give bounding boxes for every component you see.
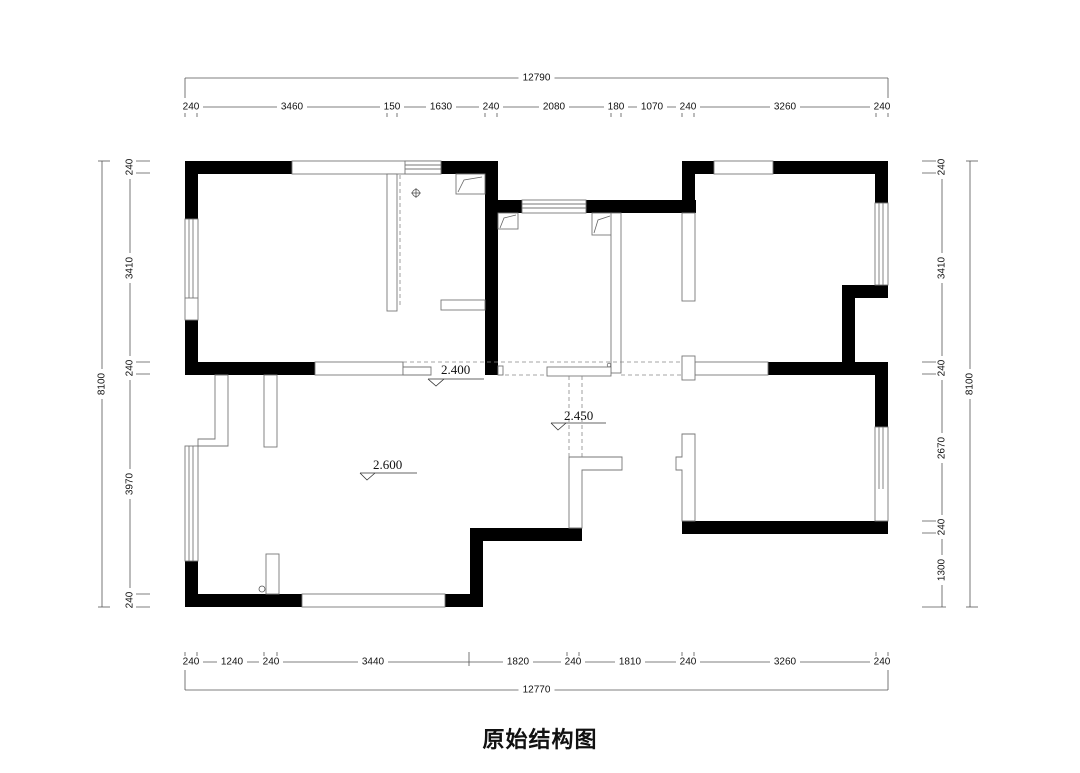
dimension-label: 3410 xyxy=(937,256,948,279)
window xyxy=(301,593,446,608)
elevation-marker-living: 2.600 xyxy=(359,457,417,481)
partition xyxy=(197,374,229,447)
dimension-label: 3460 xyxy=(281,102,304,113)
partition xyxy=(265,553,280,595)
dimension-label: 240 xyxy=(937,158,948,175)
dimension-label: 3440 xyxy=(362,657,385,668)
elevation-marker-corridor: 2.450 xyxy=(550,408,606,431)
dimension-label: 240 xyxy=(125,591,136,608)
wall xyxy=(470,528,483,607)
dimension-label: 1240 xyxy=(221,657,244,668)
partition xyxy=(694,361,769,376)
dimension-label: 180 xyxy=(608,102,625,113)
wall xyxy=(185,161,198,219)
dimension-label: 1810 xyxy=(619,657,642,668)
drain-icon xyxy=(258,585,266,593)
wall xyxy=(470,528,582,541)
ceiling-light-icon xyxy=(411,188,421,198)
dimension-label: 3970 xyxy=(125,472,136,495)
total-dimension-label: 8100 xyxy=(97,372,108,395)
elevation-marker-bedroom: 2.400 xyxy=(427,362,484,387)
dimension-label: 240 xyxy=(183,657,200,668)
wall xyxy=(875,161,888,203)
door-stop xyxy=(497,365,504,376)
partition xyxy=(610,212,622,374)
wall xyxy=(185,161,292,174)
partition xyxy=(675,433,696,522)
windows-and-partitions xyxy=(184,160,889,608)
total-dimension-label: 8100 xyxy=(965,372,976,395)
partition xyxy=(681,212,696,302)
wall xyxy=(842,285,855,375)
window xyxy=(874,426,889,522)
dimension-lines: 240 3460 150 1630 240 2080 180 1070 240 3260 240 24… xyxy=(96,72,978,696)
dimension-label: 150 xyxy=(384,102,401,113)
dimension-label: 240 xyxy=(183,102,200,113)
total-dimension-label: 12770 xyxy=(523,685,551,696)
dimension-label: 2670 xyxy=(937,436,948,459)
partition xyxy=(314,361,404,376)
wall xyxy=(773,161,888,174)
wall xyxy=(185,594,302,607)
elevation-label: 2.450 xyxy=(564,408,593,423)
elevation-label: 2.400 xyxy=(441,362,470,377)
dimension-label: 3260 xyxy=(774,102,797,113)
flue-shaft-icon xyxy=(497,212,519,230)
total-dimension-label: 12790 xyxy=(523,73,551,84)
dimension-label: 3410 xyxy=(125,256,136,279)
window xyxy=(713,160,774,175)
partition xyxy=(386,173,398,312)
wall xyxy=(768,362,888,375)
wall xyxy=(498,200,522,213)
dimension-label: 1820 xyxy=(507,657,530,668)
wall xyxy=(441,161,498,174)
wall xyxy=(875,362,888,427)
elevation-label: 2.600 xyxy=(373,457,402,472)
flue-shaft-icon xyxy=(591,212,613,236)
walls xyxy=(185,161,888,607)
dimension-label: 240 xyxy=(680,657,697,668)
dimension-label: 1300 xyxy=(937,558,948,581)
wall xyxy=(682,161,714,174)
wall xyxy=(682,521,888,534)
wall xyxy=(485,161,498,375)
dimension-label: 240 xyxy=(937,518,948,535)
dimension-label: 240 xyxy=(680,102,697,113)
partition xyxy=(546,366,612,377)
dimension-label: 240 xyxy=(874,657,891,668)
partition xyxy=(440,299,486,311)
wall xyxy=(185,362,315,375)
dimension-label: 3260 xyxy=(774,657,797,668)
wall xyxy=(586,200,696,213)
dimension-label: 240 xyxy=(125,359,136,376)
wall xyxy=(185,320,198,375)
dimension-label: 240 xyxy=(263,657,280,668)
flue-shaft-icon xyxy=(455,173,486,195)
dimension-label: 1630 xyxy=(430,102,453,113)
partition xyxy=(568,456,623,529)
dimension-label: 240 xyxy=(937,359,948,376)
dimension-label: 240 xyxy=(565,657,582,668)
drawing-title: 原始结构图 xyxy=(482,727,598,753)
window xyxy=(521,199,587,214)
window xyxy=(404,160,442,175)
dimension-label: 240 xyxy=(483,102,500,113)
dimension-label: 1070 xyxy=(641,102,664,113)
column xyxy=(681,355,696,381)
dimension-label: 2080 xyxy=(543,102,566,113)
window xyxy=(874,202,889,286)
window xyxy=(184,445,199,562)
dimension-label: 240 xyxy=(874,102,891,113)
partition xyxy=(263,374,278,448)
window xyxy=(184,218,199,321)
dimension-label: 240 xyxy=(125,158,136,175)
